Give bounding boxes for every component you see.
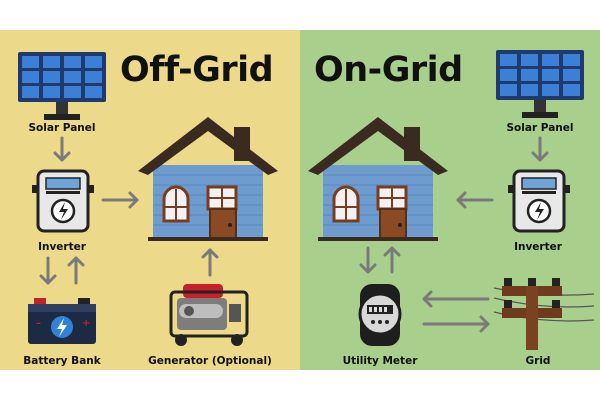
arrow-icon <box>422 315 490 333</box>
off-inverter-label: Inverter <box>38 241 86 253</box>
arrow-icon <box>456 191 494 209</box>
off-solar-panel-label: Solar Panel <box>28 122 96 134</box>
power-pole-icon <box>494 278 594 350</box>
on-solar-panel-label: Solar Panel <box>506 122 574 134</box>
battery-bank-label: Battery Bank <box>23 355 101 367</box>
arrow-icon <box>359 246 377 274</box>
arrow-icon <box>101 191 139 209</box>
svg-text:+: + <box>82 318 90 329</box>
arrow-icon <box>201 248 219 277</box>
utility-meter-icon <box>358 284 402 346</box>
off-grid-title: Off-Grid <box>120 50 274 90</box>
battery-icon: – + <box>28 298 96 344</box>
arrow-icon <box>383 246 401 274</box>
utility-meter-label: Utility Meter <box>342 355 418 367</box>
generator-label: Generator (Optional) <box>148 355 272 367</box>
on-grid-title: On-Grid <box>314 50 463 90</box>
grid-label: Grid <box>525 355 551 367</box>
arrow-icon <box>53 136 71 162</box>
arrow-icon <box>39 256 57 285</box>
on-inverter-label: Inverter <box>514 241 562 253</box>
arrow-icon <box>67 256 85 285</box>
arrow-icon <box>531 136 549 162</box>
arrow-icon <box>422 290 490 308</box>
svg-text:–: – <box>36 318 41 329</box>
generator-icon <box>169 284 249 346</box>
